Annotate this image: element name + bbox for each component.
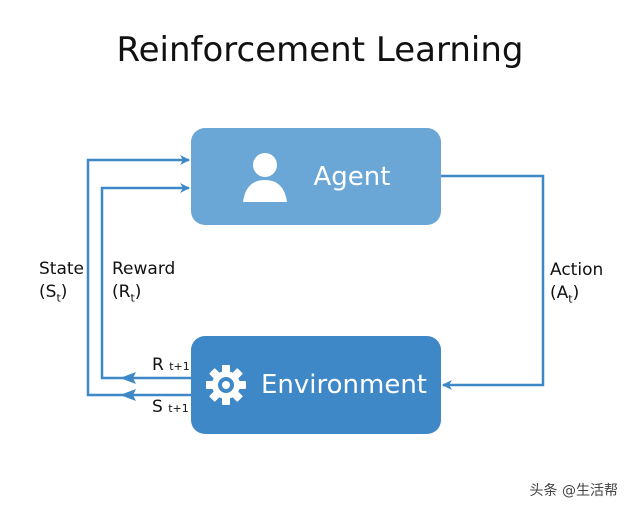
- reward-symbol-letter: R: [118, 282, 131, 302]
- reward-text: Reward: [112, 259, 176, 279]
- gear-icon: [205, 365, 246, 405]
- reward-arrow: [100, 183, 191, 380]
- next-state-letter: S: [152, 397, 163, 417]
- next-reward-arrowhead: [120, 372, 136, 384]
- diagram-title: Reinforcement Learning: [116, 30, 524, 70]
- reward-symbol: (Rt): [112, 282, 142, 305]
- reward-label: Reward (Rt): [112, 258, 175, 309]
- watermark: 头条 @生活帮: [529, 483, 618, 499]
- action-subscript: t: [568, 292, 573, 306]
- action-text: Action: [550, 260, 604, 280]
- person-icon: [242, 152, 287, 202]
- next-state-subscript: t+1: [168, 402, 189, 415]
- state-subscript: t: [56, 291, 61, 305]
- state-arrow: [86, 155, 191, 397]
- action-symbol-letter: A: [556, 283, 569, 303]
- agent-node: Agent: [191, 128, 441, 225]
- agent-label: Agent: [313, 161, 391, 192]
- state-label: State (St): [39, 258, 84, 309]
- state-text: State: [39, 259, 84, 279]
- next-reward-subscript: t+1: [169, 360, 190, 373]
- reward-subscript: t: [130, 291, 135, 305]
- action-symbol: (At): [550, 283, 580, 306]
- environment-label: Environment: [260, 370, 428, 400]
- state-symbol-letter: S: [45, 282, 57, 302]
- action-label: Action (At): [550, 259, 603, 310]
- action-arrow: [441, 174, 545, 390]
- next-state-arrowhead: [120, 389, 136, 401]
- next-reward-label: R t+1: [152, 354, 190, 378]
- environment-node: Environment: [191, 336, 441, 434]
- state-symbol: (St): [39, 282, 68, 305]
- next-reward-letter: R: [152, 355, 164, 375]
- next-state-label: S t+1: [152, 396, 189, 420]
